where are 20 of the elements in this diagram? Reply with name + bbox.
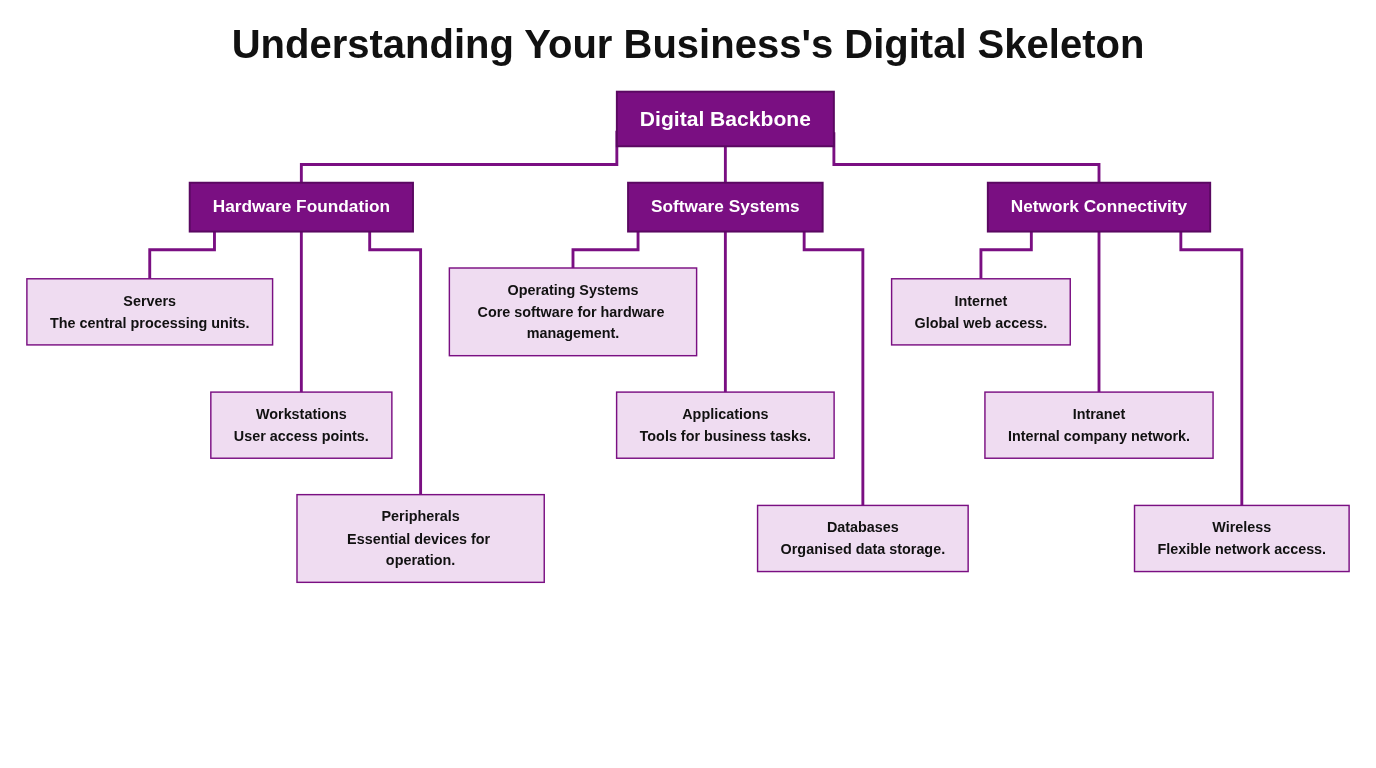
connector bbox=[299, 231, 303, 394]
node-box: Intranet Internal company network. bbox=[984, 391, 1214, 459]
connector bbox=[1097, 231, 1101, 394]
node-box: Software Systems bbox=[627, 181, 824, 233]
connector bbox=[802, 231, 865, 507]
connector bbox=[571, 231, 640, 270]
node-box: Workstations User access points. bbox=[210, 391, 393, 459]
node-box: Network Connectivity bbox=[986, 181, 1212, 233]
node-box: Digital Backbone bbox=[615, 90, 835, 148]
node-box: Internet Global web access. bbox=[890, 278, 1071, 346]
node-box: Databases Organised data storage. bbox=[756, 504, 969, 573]
node-box: Hardware Foundation bbox=[188, 181, 414, 233]
connector bbox=[723, 231, 727, 394]
node-box: Peripherals Essential devices for operation. bbox=[296, 493, 545, 584]
node-box: Applications Tools for business tasks. bbox=[615, 391, 835, 459]
connector bbox=[1179, 231, 1244, 507]
diagram-title: Understanding Your Business's Digital Skeleton bbox=[231, 22, 1145, 67]
node-box: Wireless Flexible network access. bbox=[1133, 504, 1350, 573]
node-box: Operating Systems Core software for hardware management. bbox=[448, 267, 698, 357]
node-box: Servers The central processing units. bbox=[26, 278, 274, 346]
